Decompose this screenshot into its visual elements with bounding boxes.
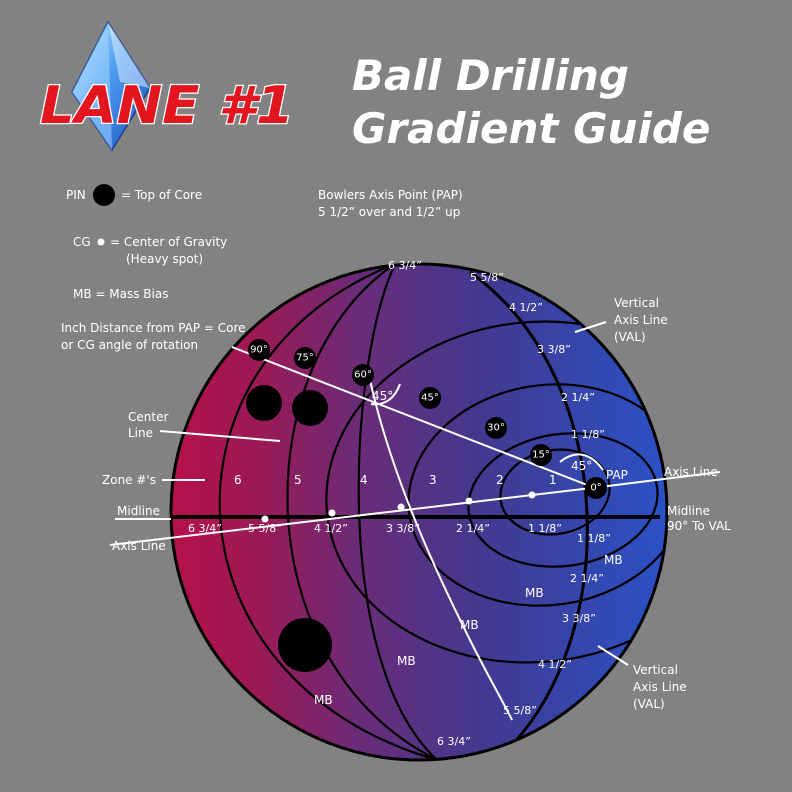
svg-text:Axis Line: Axis Line xyxy=(633,680,687,694)
legend-pin-desc: = Top of Core xyxy=(121,188,202,202)
side-labels: Center Line Zone #'s Midline Axis Line A… xyxy=(102,296,731,711)
legend-cg-label: CG xyxy=(73,235,91,249)
angle-60: 60° xyxy=(354,370,372,381)
svg-text:1 1/8”: 1 1/8” xyxy=(571,428,605,441)
title-line-1: Ball Drilling xyxy=(352,51,629,100)
svg-text:4: 4 xyxy=(360,473,368,487)
svg-text:5 5/8”: 5 5/8” xyxy=(503,704,537,717)
pin-dot xyxy=(246,385,282,421)
svg-text:6: 6 xyxy=(234,473,242,487)
svg-text:5 5/8”: 5 5/8” xyxy=(470,271,504,284)
pap-note-1: Bowlers Axis Point (PAP) xyxy=(318,188,463,202)
svg-text:Line: Line xyxy=(128,426,153,440)
svg-text:Axis Line: Axis Line xyxy=(614,313,668,327)
angle-30: 30° xyxy=(487,423,505,434)
svg-text:4 1/2”: 4 1/2” xyxy=(509,301,543,314)
midline-distances: 6 3/4” 5 5/8” 4 1/2” 3 3/8” 2 1/4” 1 1/8… xyxy=(188,522,562,535)
svg-text:MB: MB xyxy=(314,693,333,707)
logo-text: LANE #1 xyxy=(40,76,294,136)
svg-text:1: 1 xyxy=(549,473,557,487)
svg-text:5: 5 xyxy=(294,473,302,487)
svg-text:(VAL): (VAL) xyxy=(633,697,665,711)
angle-arc-right: 45° xyxy=(571,459,592,473)
svg-text:6 3/4”: 6 3/4” xyxy=(437,735,471,748)
zone-numbers: 6 5 4 3 2 1 xyxy=(234,473,557,487)
svg-text:MB: MB xyxy=(397,654,416,668)
svg-text:1 1/8”: 1 1/8” xyxy=(528,522,562,535)
svg-text:6 3/4”: 6 3/4” xyxy=(388,259,422,272)
svg-text:90° To VAL: 90° To VAL xyxy=(667,519,731,533)
svg-text:Midline: Midline xyxy=(117,504,160,518)
pin-icon xyxy=(93,184,115,206)
angle-0: 0° xyxy=(590,483,601,494)
legend-inch-2: or CG angle of rotation xyxy=(61,338,198,352)
svg-text:6 3/4”: 6 3/4” xyxy=(188,522,222,535)
legend-pin-label: PIN xyxy=(66,188,86,202)
svg-text:2 1/4”: 2 1/4” xyxy=(561,391,595,404)
pin-dot xyxy=(292,390,328,426)
svg-text:1 1/8”: 1 1/8” xyxy=(577,532,611,545)
svg-text:Zone #'s: Zone #'s xyxy=(102,473,156,487)
cg-dots xyxy=(261,491,536,523)
angle-75: 75° xyxy=(296,353,314,364)
svg-text:3 3/8”: 3 3/8” xyxy=(386,522,420,535)
svg-text:MB: MB xyxy=(460,618,479,632)
svg-text:Vertical: Vertical xyxy=(614,296,659,310)
mass-bias-labels: MB MB MB MB MB xyxy=(314,553,623,707)
svg-text:(VAL): (VAL) xyxy=(614,330,646,344)
legend-cg-desc: = Center of Gravity xyxy=(110,235,227,249)
svg-text:MB: MB xyxy=(525,586,544,600)
svg-text:Axis Line: Axis Line xyxy=(112,539,166,553)
svg-text:Axis Line: Axis Line xyxy=(664,465,718,479)
bottom-distances: 1 1/8” 2 1/4” 3 3/8” 4 1/2” 5 5/8” 6 3/4… xyxy=(437,532,611,748)
legend-mb: MB = Mass Bias xyxy=(73,287,168,301)
svg-text:3 3/8”: 3 3/8” xyxy=(537,343,571,356)
svg-text:MB: MB xyxy=(604,553,623,567)
svg-text:Vertical: Vertical xyxy=(633,663,678,677)
svg-text:4 1/2”: 4 1/2” xyxy=(538,658,572,671)
angle-45: 45° xyxy=(421,393,439,404)
pap-label: PAP xyxy=(606,468,628,482)
svg-text:2: 2 xyxy=(496,473,504,487)
pin-dot xyxy=(278,618,332,672)
angle-arc-left: 45° xyxy=(372,389,393,403)
svg-text:Midline: Midline xyxy=(667,504,710,518)
angle-90: 90° xyxy=(250,345,268,356)
svg-text:2 1/4”: 2 1/4” xyxy=(570,572,604,585)
angle-markers: 90° 75° 60° 45° 30° 15° 0° xyxy=(248,339,607,499)
svg-text:3: 3 xyxy=(429,473,437,487)
lane1-logo: LANE #1 xyxy=(39,20,295,152)
svg-text:4 1/2”: 4 1/2” xyxy=(314,522,348,535)
svg-text:5 5/8”: 5 5/8” xyxy=(248,522,282,535)
svg-text:2 1/4”: 2 1/4” xyxy=(456,522,490,535)
svg-text:3 3/8”: 3 3/8” xyxy=(562,612,596,625)
top-distances: 6 3/4” 5 5/8” 4 1/2” 3 3/8” 2 1/4” 1 1/8… xyxy=(388,259,605,441)
pap-note-2: 5 1/2” over and 1/2” up xyxy=(318,205,460,219)
angle-15: 15° xyxy=(532,450,550,461)
legend-cg-desc2: (Heavy spot) xyxy=(126,252,203,266)
legend-inch-1: Inch Distance from PAP = Core xyxy=(61,321,246,335)
svg-text:Center: Center xyxy=(128,410,168,424)
guide-lines xyxy=(109,321,721,721)
cg-icon xyxy=(97,238,105,246)
title-line-2: Gradient Guide xyxy=(352,104,710,153)
